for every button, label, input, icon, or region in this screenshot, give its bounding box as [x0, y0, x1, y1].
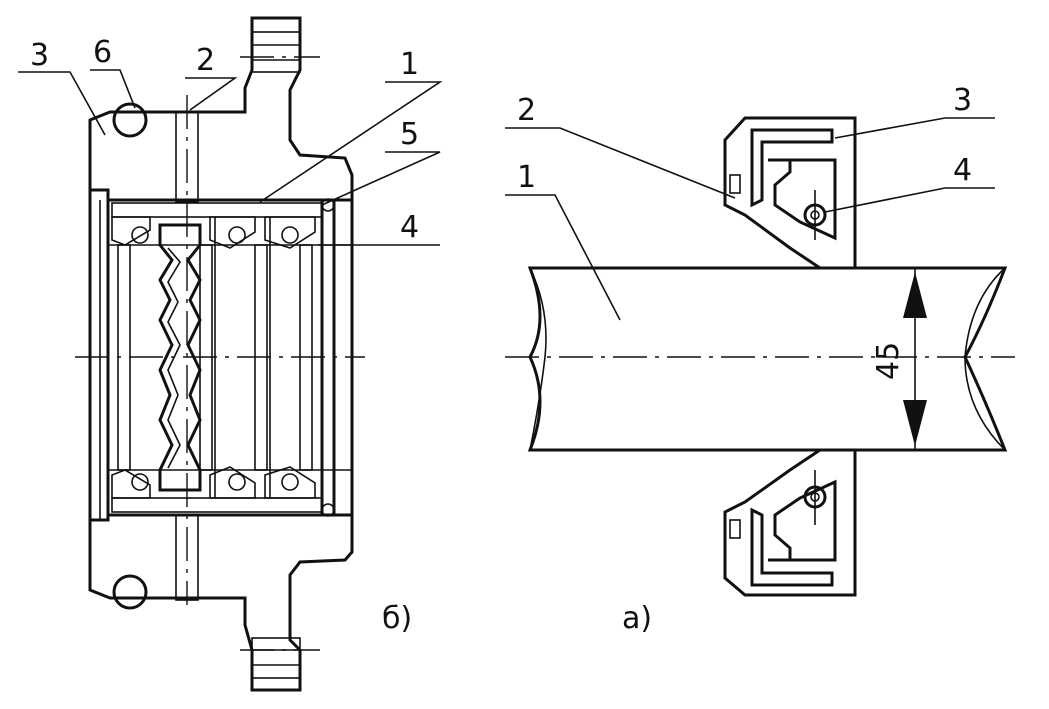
seal-body-upper — [723, 116, 857, 270]
callout-b-6: 6 — [93, 35, 112, 70]
dimension-label: 45 — [871, 342, 906, 380]
callout-a-2: 2 — [517, 93, 536, 128]
dimension-45: 45 — [871, 268, 927, 450]
callout-a-4: 4 — [953, 153, 972, 188]
seal-band-top — [111, 202, 323, 218]
o-ring-lower — [112, 574, 148, 610]
seal-band-bottom — [111, 497, 323, 513]
figure-a-lip-seal: 45 2 1 3 4 а) — [505, 83, 1015, 636]
housing-upper — [88, 16, 354, 202]
callout-b-4: 4 — [400, 210, 419, 245]
metal-insert-upper — [750, 128, 834, 208]
leader-lines-a — [505, 117, 995, 321]
o-ring-upper — [112, 102, 148, 138]
bolt-hole-upper — [251, 31, 301, 73]
caption-a: а) — [622, 601, 652, 636]
callout-a-3: 3 — [953, 83, 972, 118]
lantern-ring — [158, 223, 202, 492]
caption-b: б) — [382, 601, 412, 636]
callout-b-3: 3 — [30, 38, 49, 73]
metal-insert-lower — [750, 507, 834, 587]
callout-a-1: 1 — [517, 160, 536, 195]
leader-lines-b — [18, 69, 443, 246]
cuff-seals — [111, 216, 316, 499]
seal-body-lower — [723, 448, 857, 597]
callout-b-5: 5 — [400, 117, 419, 152]
housing-lower — [88, 513, 354, 692]
bolt-hole-lower — [251, 637, 301, 679]
callout-b-1: 1 — [400, 47, 419, 82]
callout-b-2: 2 — [196, 43, 215, 78]
figure-b-seal-assembly: 3 6 2 1 5 4 б) — [18, 16, 443, 692]
shaft — [527, 266, 1008, 452]
